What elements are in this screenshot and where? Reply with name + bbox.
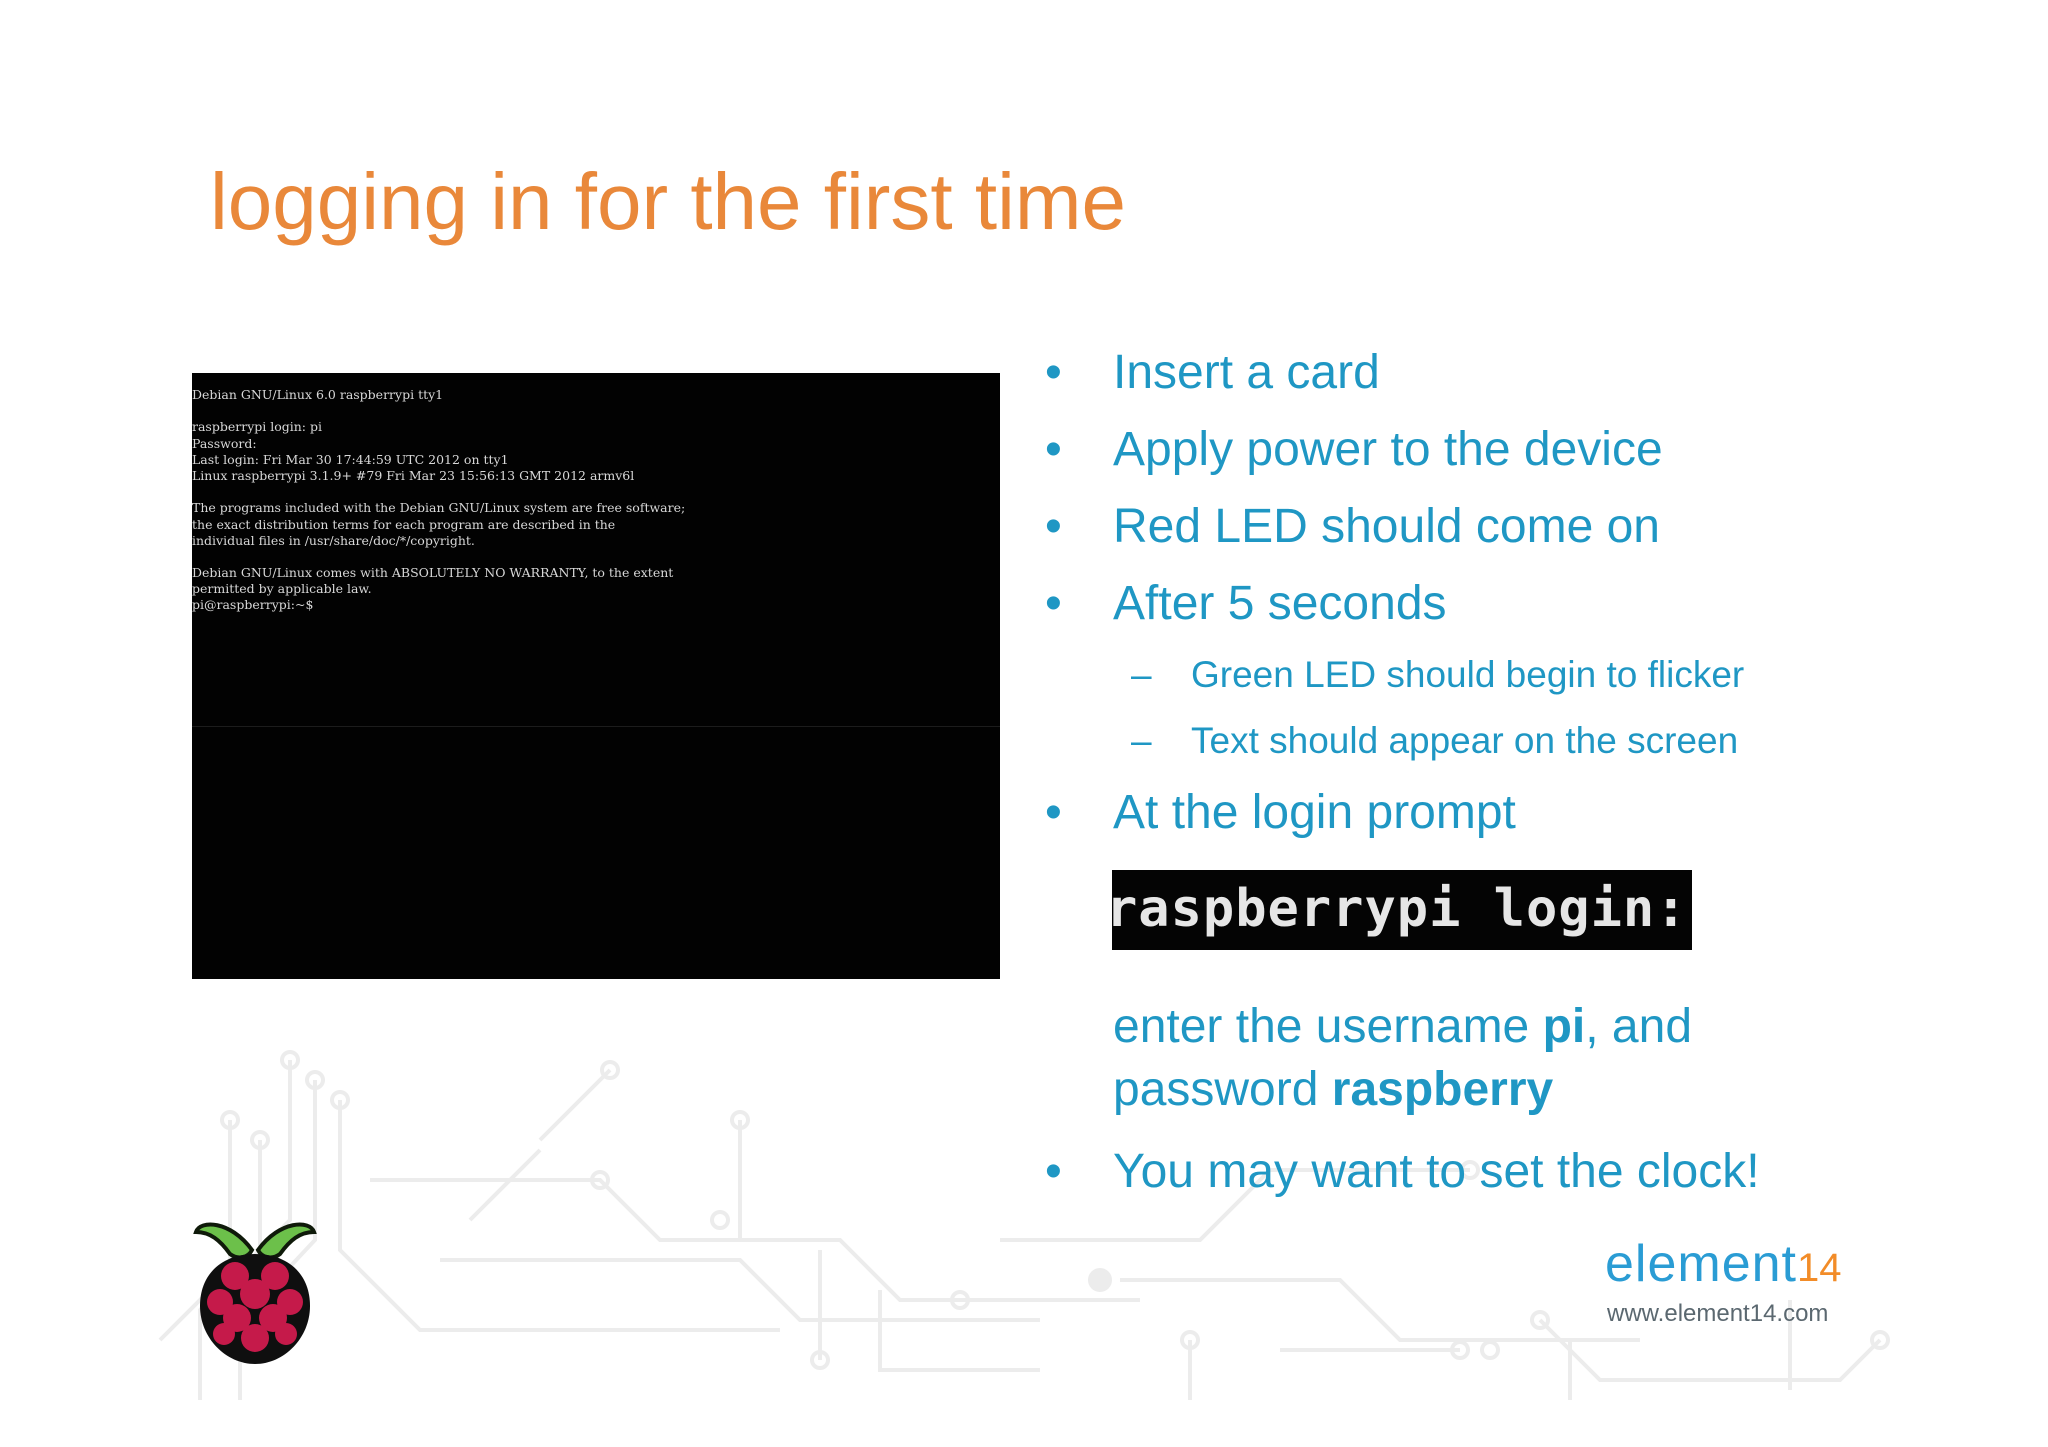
instruction-line-username: enter the username pi, and: [1113, 1003, 1692, 1051]
terminal-line: [192, 403, 685, 419]
terminal-line: Password:: [192, 435, 257, 451]
bullet-marker: •: [1045, 786, 1062, 839]
instruction-line-password: password raspberry: [1113, 1066, 1553, 1114]
subbullet-text: Text should appear on the screen: [1191, 720, 1739, 761]
bullet-text: After 5 seconds: [1113, 577, 1447, 630]
terminal-line: [192, 484, 685, 500]
terminal-line: Debian GNU/Linux 6.0 raspberrypi tty1: [192, 387, 444, 402]
bullet-text: Apply power to the device: [1113, 423, 1663, 476]
element14-logo: element14: [1605, 1238, 1842, 1290]
terminal-line: The programs included with the Debian GN…: [192, 500, 686, 516]
brand-number: 14: [1797, 1246, 1842, 1290]
terminal-line: Linux raspberrypi 3.1.9+ #79 Fri Mar 23 …: [192, 467, 635, 483]
password-value: raspberry: [1331, 1063, 1554, 1116]
brand-url: www.element14.com: [1607, 1300, 1829, 1327]
terminal-screenshot: Debian GNU/Linux 6.0 raspberrypi tty1 ras…: [192, 373, 1000, 979]
dash-marker: –: [1131, 720, 1152, 761]
bullet-marker: •: [1045, 500, 1062, 553]
login-prompt-image: raspberrypi login:: [1112, 870, 1692, 950]
slide-title: logging in for the first time: [210, 157, 1126, 246]
subbullet-text: Green LED should begin to flicker: [1191, 654, 1745, 695]
terminal-line: Debian GNU/Linux comes with ABSOLUTELY N…: [192, 565, 674, 581]
terminal-output: Debian GNU/Linux 6.0 raspberrypi tty1 ras…: [192, 387, 685, 614]
login-prompt-text: raspberrypi login:: [1112, 879, 1688, 939]
bullet-text: At the login prompt: [1113, 786, 1516, 839]
terminal-line: [192, 549, 685, 565]
terminal-divider: [192, 726, 1000, 727]
instruction-text: , and: [1585, 1000, 1693, 1053]
bullet-list: • Insert a card • Apply power to the dev…: [1040, 0, 2000, 1300]
bullet-marker: •: [1045, 577, 1062, 630]
instruction-text: enter the username: [1113, 1000, 1543, 1053]
bullet-marker: •: [1045, 423, 1062, 476]
bullet-text: Red LED should come on: [1113, 500, 1660, 553]
bullet-text: You may want to set the clock!: [1113, 1145, 1760, 1198]
terminal-line: individual files in /usr/share/doc/*/cop…: [192, 532, 475, 548]
terminal-line: pi@raspberrypi:~$: [192, 597, 314, 613]
brand-name: element: [1605, 1235, 1797, 1293]
username-value: pi: [1542, 1000, 1586, 1053]
terminal-line: the exact distribution terms for each pr…: [192, 516, 616, 532]
dash-marker: –: [1131, 654, 1152, 695]
raspberry-pi-logo: [193, 1222, 317, 1364]
bullet-text: Insert a card: [1113, 346, 1380, 399]
terminal-line: permitted by applicable law.: [192, 581, 372, 597]
terminal-line: raspberrypi login: pi: [192, 419, 322, 435]
instruction-text: password: [1113, 1063, 1332, 1116]
terminal-line: Last login: Fri Mar 30 17:44:59 UTC 2012…: [192, 451, 509, 467]
bullet-marker: •: [1045, 1145, 1062, 1198]
bullet-marker: •: [1045, 346, 1062, 399]
